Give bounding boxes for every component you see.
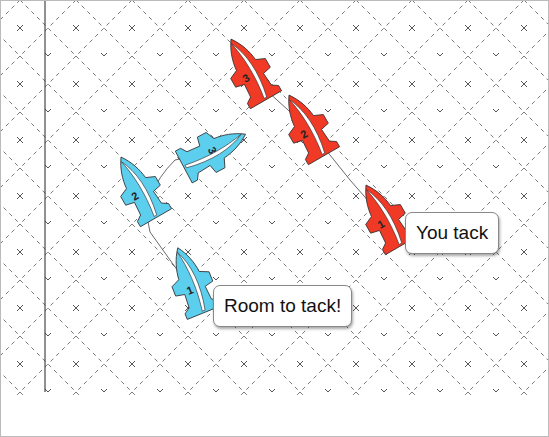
callout-text: Room to tack! (224, 295, 341, 317)
callout-text: You tack (416, 222, 488, 244)
speech-callout: You tack (405, 212, 499, 254)
speech-callout: Room to tack! (213, 285, 352, 327)
